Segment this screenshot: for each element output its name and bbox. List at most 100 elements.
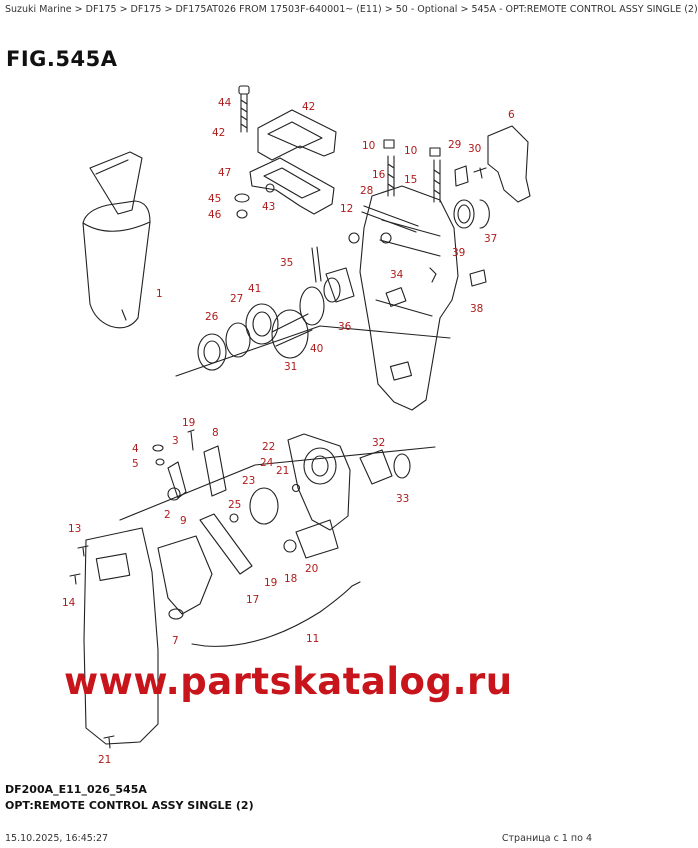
part-19-screw <box>187 429 195 451</box>
callout-13: 13 <box>68 523 81 535</box>
part-10-nut <box>383 139 395 149</box>
breadcrumb: Suzuki Marine > DF175 > DF175 > DF175AT0… <box>5 4 698 15</box>
callout-14: 14 <box>62 597 76 609</box>
part-3-lever <box>167 461 187 499</box>
part-29-clip <box>454 165 469 187</box>
part-47-plate <box>249 157 335 215</box>
part-1-control-handle <box>82 151 151 329</box>
part-25-pin <box>229 513 239 523</box>
part-46-nut <box>236 209 248 219</box>
callout-33: 33 <box>396 493 409 505</box>
part-20-plate <box>295 519 339 559</box>
callout-29: 29 <box>448 139 461 151</box>
callout-26: 26 <box>205 311 219 323</box>
part-4-washer <box>152 444 164 452</box>
part-38-cap <box>469 269 487 287</box>
callout-21: 21 <box>276 465 289 477</box>
callout-27: 27 <box>230 293 243 305</box>
callout-12: 12 <box>340 203 353 215</box>
base-plate-slot <box>95 553 131 581</box>
callout-41: 41 <box>248 283 261 295</box>
callout-39: 39 <box>452 247 465 259</box>
callout-37: 37 <box>484 233 497 245</box>
callout-24: 24 <box>260 457 274 469</box>
part-36-drum <box>325 267 355 303</box>
part-24-gear <box>303 447 337 485</box>
part-40-disc <box>299 286 325 326</box>
callout-23: 23 <box>242 475 255 487</box>
part-23-cam <box>249 487 279 525</box>
callout-45: 45 <box>208 193 221 205</box>
callout-3: 3 <box>172 435 179 447</box>
part-5-nut <box>155 458 165 466</box>
callout-46: 46 <box>208 209 222 221</box>
base-plate <box>83 527 159 745</box>
part-12-plug <box>348 232 360 244</box>
part-37-ring <box>479 199 490 229</box>
part-9-collar <box>167 487 181 501</box>
footer-timestamp: 15.10.2025, 16:45:27 <box>5 833 109 844</box>
part-41-gear <box>245 303 279 345</box>
footer-page: Страница с 1 по 4 <box>501 833 592 844</box>
callout-8: 8 <box>212 427 219 439</box>
part-39-seal-inner <box>457 204 471 224</box>
callout-28: 28 <box>360 185 373 197</box>
callout-21-bottom: 21 <box>98 754 111 766</box>
callout-19-b: 19 <box>264 577 277 589</box>
part-18-washer <box>283 539 297 553</box>
part-16-stud <box>387 155 395 197</box>
divider-line-upper <box>175 325 451 377</box>
part-44-screw <box>238 85 250 133</box>
callout-38: 38 <box>470 303 483 315</box>
callout-19: 19 <box>182 417 195 429</box>
callout-5: 5 <box>132 458 139 470</box>
part-21-screw <box>291 483 301 493</box>
part-11-cable <box>204 585 353 647</box>
callout-43: 43 <box>262 201 275 213</box>
callout-18: 18 <box>284 573 297 585</box>
part-8-bracket <box>203 445 227 497</box>
figure-code: DF200A_E11_026_545A <box>5 783 147 796</box>
part-31-gear <box>271 309 309 359</box>
part-17-link <box>199 513 253 575</box>
callout-6: 6 <box>508 109 515 121</box>
part-32-clip <box>359 449 393 485</box>
callout-35: 35 <box>280 257 293 269</box>
callout-11: 11 <box>306 633 319 645</box>
callout-17: 17 <box>246 594 259 606</box>
callout-34: 34 <box>390 269 404 281</box>
part-13-screw <box>77 545 89 557</box>
callout-30: 30 <box>468 143 481 155</box>
callout-9: 9 <box>180 515 187 527</box>
callout-32: 32 <box>372 437 385 449</box>
callout-36: 36 <box>338 321 352 333</box>
part-15-stud <box>433 159 441 203</box>
callout-47: 47 <box>218 167 231 179</box>
callout-4: 4 <box>132 443 139 455</box>
callout-10: 10 <box>362 140 375 152</box>
callout-2: 2 <box>164 509 171 521</box>
exploded-parts-diagram: 44 42 42 47 45 46 43 10 16 10 15 29 30 6… <box>62 85 531 766</box>
part-26-collar <box>197 333 227 371</box>
callout-16: 16 <box>372 169 386 181</box>
watermark: www.partskatalog.ru <box>64 660 513 703</box>
callout-20: 20 <box>305 563 318 575</box>
part-45-washer <box>234 193 250 203</box>
main-housing <box>359 185 459 411</box>
callout-31: 31 <box>284 361 297 373</box>
part-14-screw <box>69 573 81 585</box>
callout-15: 15 <box>404 174 417 186</box>
part-43-bushing <box>265 183 275 193</box>
part-30-screw <box>473 167 487 179</box>
part-21-screw-bottom <box>103 735 115 749</box>
part-39-seal <box>453 199 475 229</box>
callout-42: 42 <box>212 127 225 139</box>
callout-44: 44 <box>218 97 232 109</box>
callout-25: 25 <box>228 499 241 511</box>
figure-title: FIG.545A <box>6 47 118 71</box>
part-42-cover-plate <box>257 109 337 161</box>
part-6-bracket <box>487 125 531 203</box>
callout-10-b: 10 <box>404 145 417 157</box>
part-7-ring <box>168 608 184 620</box>
part-34-block <box>385 287 407 307</box>
